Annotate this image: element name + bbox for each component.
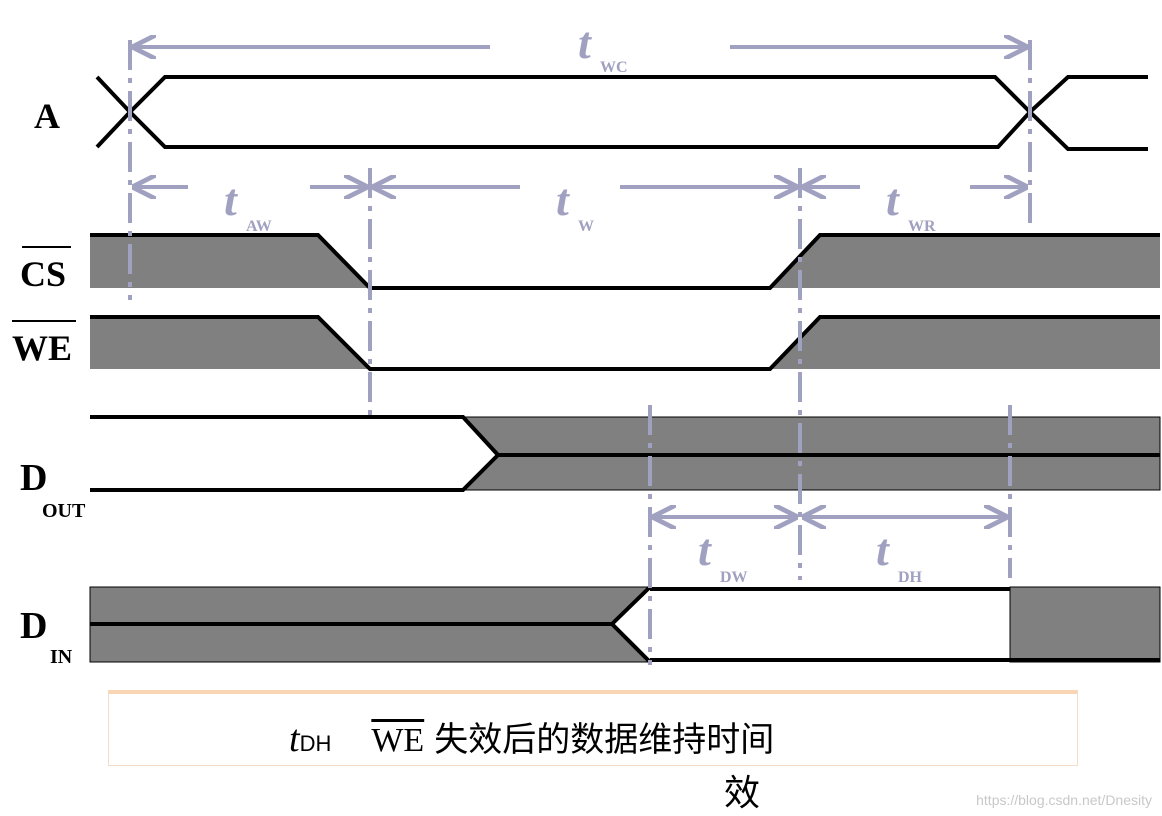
tw-label: t xyxy=(556,174,570,225)
taw-sub: AW xyxy=(246,218,272,235)
dout-waveform xyxy=(90,415,1161,492)
taw-label: t xyxy=(224,174,238,225)
twc-label: t xyxy=(578,17,592,68)
signal-din-label: D xyxy=(20,605,47,647)
timing-guides xyxy=(128,40,1032,665)
we-waveform xyxy=(90,315,1160,371)
tdh-sub: DH xyxy=(898,569,923,586)
signal-we-label: WE xyxy=(12,328,72,368)
caption-we: WE xyxy=(371,722,425,759)
watermark: https://blog.csdn.net/Dnesity xyxy=(976,792,1152,808)
tdw-sub: DW xyxy=(720,569,748,586)
twc-sub: WC xyxy=(600,59,628,76)
tdh-label: t xyxy=(876,524,890,575)
timing-diagram-svg: t WC t AW t W t WR t DW t DH A CS WE D O… xyxy=(12,17,1161,668)
caption-text: 失效后的数据维持时间 xyxy=(434,720,775,760)
twr-label: t xyxy=(886,174,900,225)
caption-overflow-text: 效 xyxy=(724,773,761,814)
signal-dout-sub: OUT xyxy=(42,500,86,522)
signal-dout-label: D xyxy=(20,457,47,499)
tw-sub: W xyxy=(578,218,594,235)
din-waveform xyxy=(89,585,1161,664)
signal-cs-label: CS xyxy=(20,254,66,294)
caption-t-sub: DH xyxy=(299,731,332,756)
cs-waveform xyxy=(90,233,1160,290)
signal-a-label: A xyxy=(34,96,60,136)
address-waveform xyxy=(95,75,1148,151)
caption-t: t xyxy=(289,718,300,760)
tdw-label: t xyxy=(698,524,712,575)
twr-sub: WR xyxy=(908,218,936,235)
signal-din-sub: IN xyxy=(50,646,73,668)
